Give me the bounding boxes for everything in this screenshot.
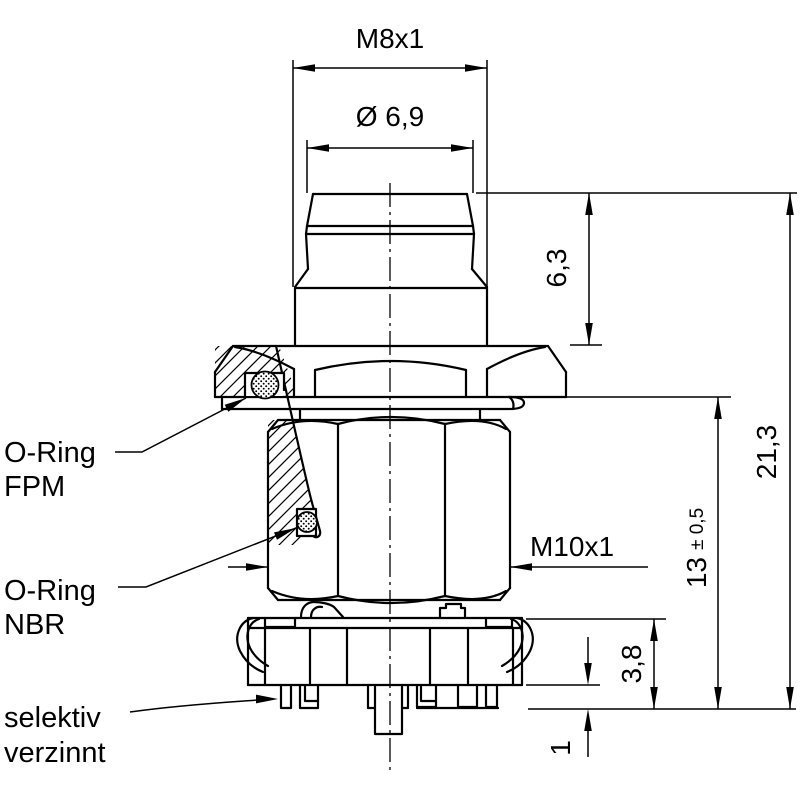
dim-body-height-label: 13± 0,5 <box>681 508 712 588</box>
dim-thread-body: M10x1 <box>228 531 648 571</box>
dim-total-height-label: 21,3 <box>751 425 782 480</box>
contact-pins <box>279 684 500 736</box>
dim-tip-height-label: 6,3 <box>541 249 572 288</box>
dim-pin-protrusion-label: 1 <box>545 740 576 756</box>
lock-ring <box>236 600 534 687</box>
seal-cone-edge <box>274 344 322 539</box>
dim-pin-protrusion: 1 <box>526 637 796 757</box>
callout-oring-fpm: O-Ring FPM <box>4 397 247 503</box>
dim-total-height: 21,3 <box>751 193 794 709</box>
dim-tip-height: 6,3 <box>476 192 797 346</box>
seal-washer <box>220 395 526 411</box>
callout-tinned: selektiv verzinnt <box>4 694 278 769</box>
dim-ring-height-label: 3,8 <box>616 645 647 684</box>
hex-body <box>266 407 512 605</box>
dim-tip-diameter-label: Ø 6,9 <box>356 101 424 132</box>
tinned-label-line1: selektiv <box>4 702 101 734</box>
dim-thread-body-label: M10x1 <box>530 531 614 562</box>
nbr-oring <box>296 511 318 533</box>
dim-ring-height: 3,8 <box>526 618 666 709</box>
dim-body-height: 13± 0,5 <box>527 396 731 709</box>
oring-fpm-label-line2: FPM <box>4 471 65 503</box>
dim-tip-diameter: Ø 6,9 <box>306 101 474 193</box>
dim-m8x1: M8x1 <box>292 23 488 287</box>
oring-fpm-label-line1: O-Ring <box>4 437 96 469</box>
tinned-label-line2: verzinnt <box>4 737 106 769</box>
callout-oring-nbr: O-Ring NBR <box>4 527 297 641</box>
connector-tip <box>293 192 489 348</box>
fpm-oring <box>250 370 280 400</box>
oring-nbr-label-line1: O-Ring <box>4 575 96 607</box>
oring-nbr-label-line2: NBR <box>4 609 65 641</box>
dim-thread-top-label: M8x1 <box>356 23 424 54</box>
